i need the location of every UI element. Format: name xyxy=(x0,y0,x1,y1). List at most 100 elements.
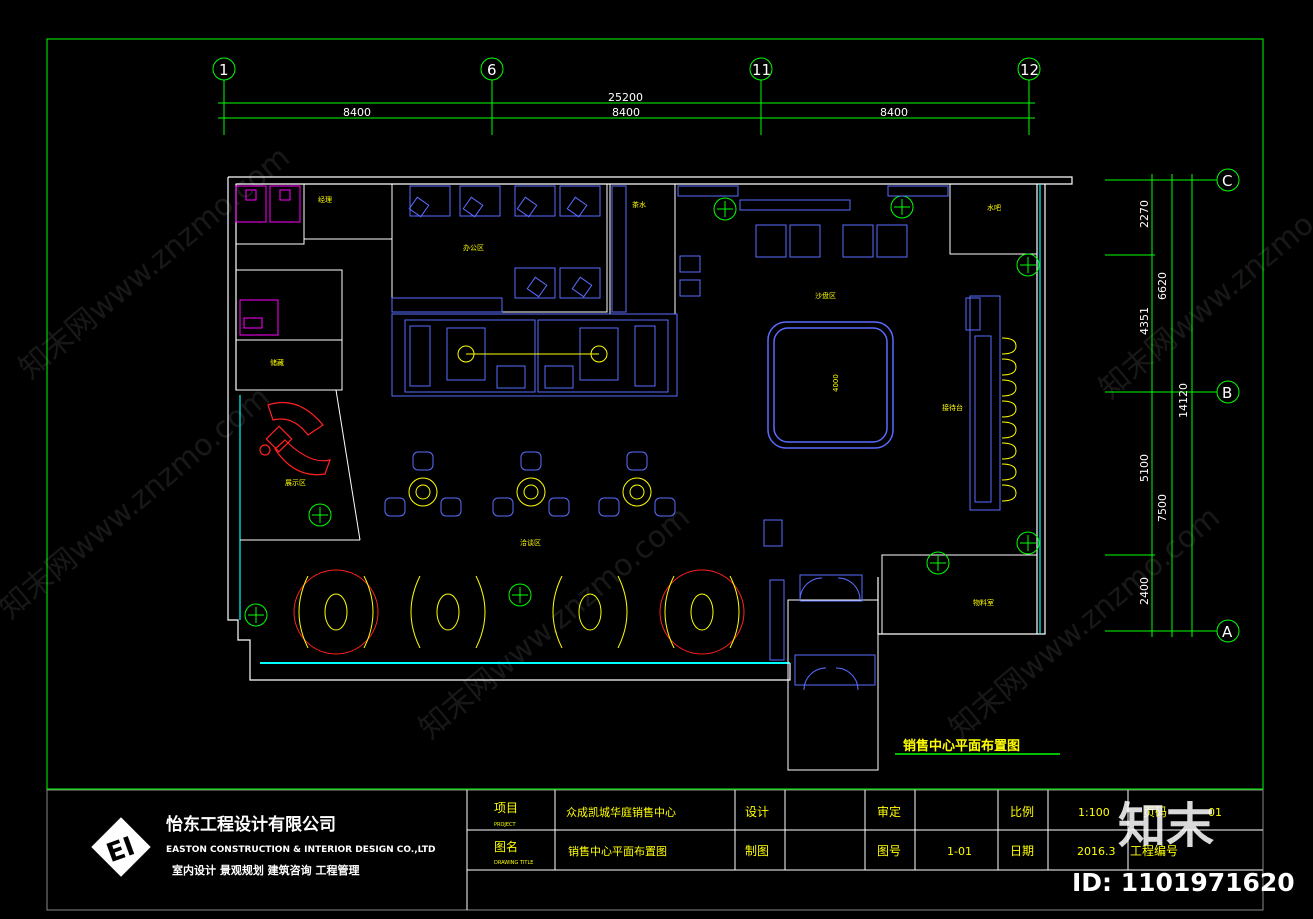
room-labels: 办公区 经理 储藏 茶水 洽谈区 沙盘区 接待台 展示区 水吧 物料室 xyxy=(270,195,1001,607)
booth-sofa-right xyxy=(729,575,740,649)
restroom-fixtures xyxy=(235,185,301,336)
room-label: 沙盘区 xyxy=(815,291,836,300)
date-value: 2016.3 xyxy=(1077,845,1116,858)
dimension-right: 4351 xyxy=(1138,307,1151,335)
booth-table xyxy=(690,593,714,631)
dimension-right: 7500 xyxy=(1156,494,1169,522)
vip-lamps xyxy=(457,345,608,363)
dimension-right: 14120 xyxy=(1177,383,1190,418)
number-value: 1-01 xyxy=(947,845,972,858)
plant-leaves xyxy=(312,507,328,523)
booth-sofa-right xyxy=(475,575,486,649)
plant xyxy=(926,551,950,575)
number-label: 图号 xyxy=(877,844,901,858)
plant-leaves xyxy=(1020,257,1036,273)
booth-zone xyxy=(293,569,379,655)
drawing-value: 销售中心平面布置图 xyxy=(568,844,667,858)
booth-sofa-left xyxy=(298,575,309,649)
bar-stool xyxy=(1001,400,1017,418)
lounge-chair xyxy=(598,497,620,517)
grid-label-b: B xyxy=(1222,384,1232,402)
coffee-table-inner xyxy=(415,484,431,500)
room-label: 经理 xyxy=(318,195,332,204)
scale-value: 1:100 xyxy=(1078,806,1110,819)
vip-lounge xyxy=(391,313,678,397)
booth-sofa-left xyxy=(664,575,675,649)
plant xyxy=(508,583,532,607)
plant-leaves xyxy=(248,607,264,623)
booth-sofa-left xyxy=(410,575,421,649)
grid-label-6: 6 xyxy=(487,61,497,79)
bar-stools xyxy=(1001,337,1017,502)
date-label: 日期 xyxy=(1010,844,1034,858)
booth-table xyxy=(436,593,460,631)
booth-sofa-right xyxy=(617,575,628,649)
dimension-bay-3: 8400 xyxy=(880,106,908,119)
watermark-text: 知末网www.znzmo.com xyxy=(0,380,277,626)
dimension-right: 2400 xyxy=(1138,577,1151,605)
company-name: 怡东工程设计有限公司 xyxy=(166,814,336,835)
plant-leaves xyxy=(894,199,910,215)
room-label: 储藏 xyxy=(270,358,284,367)
lounge-chair xyxy=(412,451,434,471)
bar-stool xyxy=(1001,379,1017,397)
room-label: 洽谈区 xyxy=(520,538,541,547)
lounge-chair xyxy=(654,497,676,517)
booth-sofa-right xyxy=(363,575,374,649)
draw-label: 制图 xyxy=(745,844,769,858)
company-english-name: EASTON CONSTRUCTION & INTERIOR DESIGN CO… xyxy=(166,845,436,855)
grid-label-c: C xyxy=(1222,172,1232,190)
bar-stool xyxy=(1001,337,1017,355)
watermark-layer: 知末网www.znzmo.com 知末网www.znzmo.com 知末网www… xyxy=(0,140,1313,746)
watermark-text: 知末网www.znzmo.com xyxy=(1093,160,1313,406)
interior-walls xyxy=(235,183,1038,771)
lounge-chair xyxy=(626,451,648,471)
grid-label-12: 12 xyxy=(1020,61,1039,79)
lounge-chair xyxy=(384,497,406,517)
coffee-table-inner xyxy=(523,484,539,500)
coffee-table xyxy=(622,477,652,507)
project-value: 众成凯城华庭销售中心 xyxy=(566,805,676,819)
sand-table xyxy=(767,321,894,449)
room-label: 水吧 xyxy=(987,203,1001,212)
display-cabinets xyxy=(677,185,949,547)
bar-stool xyxy=(1001,484,1017,502)
plant xyxy=(713,197,737,221)
entrance-doors xyxy=(769,574,876,691)
watermark-id: ID: 1101971620 xyxy=(1072,868,1295,897)
page-label: 页码 xyxy=(1143,805,1167,819)
room-label: 物料室 xyxy=(973,598,994,607)
coffee-table-inner xyxy=(629,484,645,500)
sheet-frame xyxy=(46,38,1264,911)
company-services: 室内设计 景观规划 建筑咨询 工程管理 xyxy=(172,863,360,877)
bar-stool xyxy=(1001,463,1017,481)
plant-leaves xyxy=(930,555,946,571)
booth-table xyxy=(578,593,602,631)
kids-area xyxy=(259,401,331,476)
plant-leaves xyxy=(1020,535,1036,551)
room-label: 办公区 xyxy=(463,243,484,252)
dimension-right: 5100 xyxy=(1138,454,1151,482)
grid-label-1: 1 xyxy=(219,61,229,79)
lounge-sets xyxy=(384,451,676,517)
watermark-logo: 知末 xyxy=(1118,798,1214,854)
project-sublabel: PROJECT xyxy=(494,822,517,828)
drawing-title: 销售中心平面布置图 xyxy=(903,738,1020,754)
lounge-chair xyxy=(548,497,570,517)
page-value: 01 xyxy=(1208,806,1222,819)
room-label: 展示区 xyxy=(285,479,306,487)
decorative-plants xyxy=(244,195,1040,627)
dimension-bay-2: 8400 xyxy=(612,106,640,119)
plant xyxy=(244,603,268,627)
plant xyxy=(1016,253,1040,277)
dimension-right: 6620 xyxy=(1156,272,1169,300)
office-workstations xyxy=(391,185,701,313)
design-label: 设计 xyxy=(745,805,769,819)
bar-stool xyxy=(1001,358,1017,376)
bar-stool xyxy=(1001,442,1017,460)
drawing-label: 图名 xyxy=(494,839,518,854)
plant-leaves xyxy=(717,201,733,217)
lounge-chair xyxy=(520,451,542,471)
sand-table-dimension: 4000 xyxy=(832,374,840,392)
